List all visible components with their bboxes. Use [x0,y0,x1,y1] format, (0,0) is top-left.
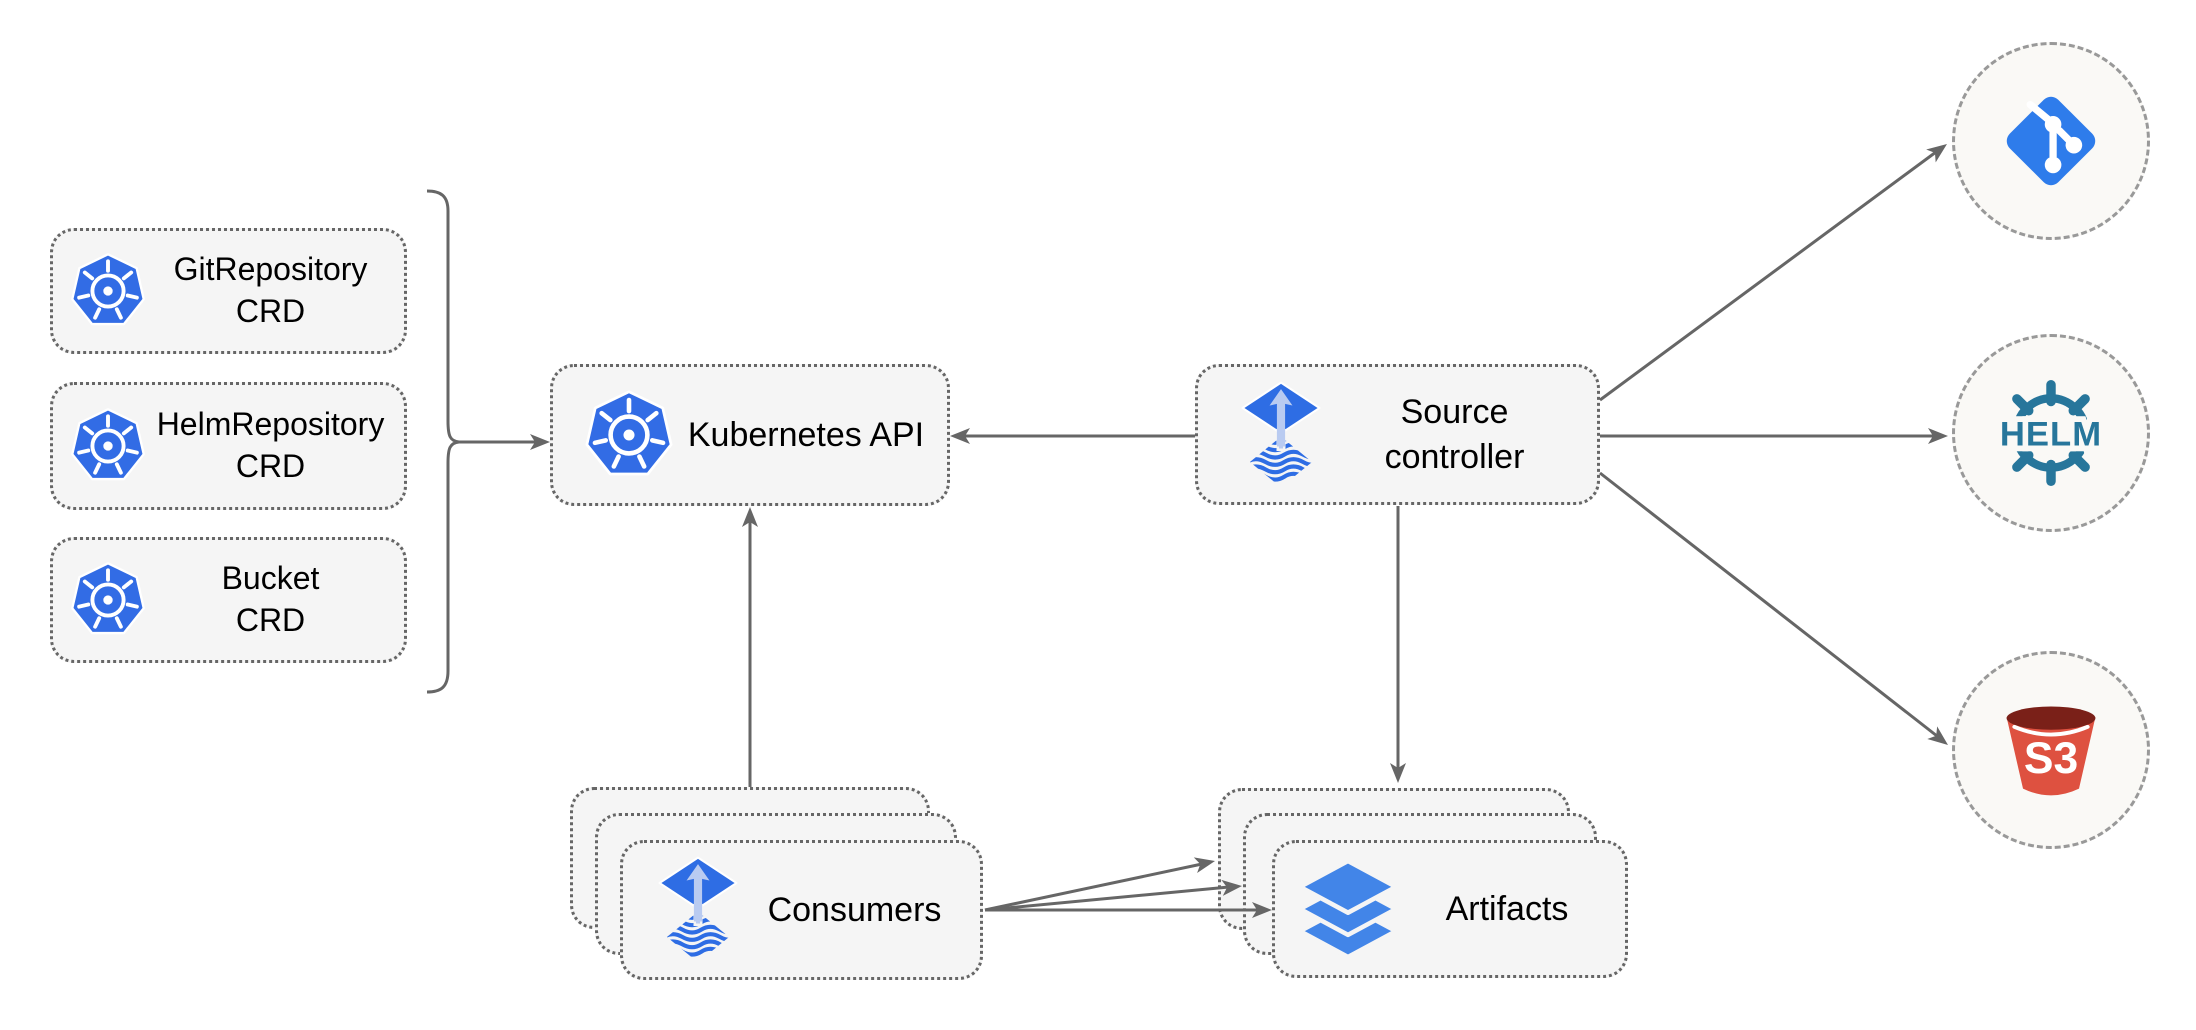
node-label-line1: GitRepository [173,251,368,288]
edge-source-controller-to-artifacts [1390,506,1406,783]
s3-bucket-icon: S3 [1993,694,2109,806]
node-label-line1: HelmRepository [156,406,385,443]
node-helmrepository-crd: HelmRepository CRD [50,382,407,510]
edge-source-controller-to-s3 [1599,471,1948,745]
node-label-line2: CRD [235,448,306,484]
edge-crds-to-kubernetes-api [426,189,550,694]
node-consumers: Consumers [620,840,983,980]
node-label-line2: controller [1384,437,1525,476]
edge-consumers-to-kubernetes-api [742,507,758,787]
endpoint-git [1952,42,2150,240]
node-source-controller: Source controller [1195,364,1600,505]
node-label: Artifacts [1445,889,1569,928]
edge-source-controller-to-kubernetes-api [950,428,1195,444]
node-label-line2: CRD [235,602,306,638]
kubernetes-icon [69,561,147,639]
kubernetes-icon [69,407,147,485]
node-label-line1: Source [1400,393,1509,432]
node-label: Source controller [1322,390,1597,478]
git-icon [1999,89,2103,193]
endpoint-helm: HELM [1952,334,2150,532]
node-label: Consumers [767,890,942,929]
node-label: Kubernetes API [687,415,925,454]
edge-consumers-to-artifacts-1 [984,857,1215,912]
flux-icon [1240,381,1322,489]
node-artifacts: Artifacts [1272,840,1628,978]
helm-label: HELM [2000,416,2102,454]
layers-icon [1297,861,1399,957]
edge-consumers-to-artifacts-2 [984,879,1242,912]
endpoint-s3: S3 [1952,651,2150,849]
kubernetes-icon [583,389,675,481]
node-label: HelmRepository CRD [147,404,404,487]
edge-source-controller-to-helm [1600,428,1948,444]
node-gitrepository-crd: GitRepository CRD [50,228,407,354]
node-kubernetes-api: Kubernetes API [550,364,950,506]
edge-source-controller-to-git [1599,144,1947,402]
brace [426,189,461,694]
flux-icon [657,856,739,964]
node-label-line1: Bucket [221,560,320,597]
helm-icon: HELM [1994,370,2107,496]
s3-label: S3 [2024,734,2078,783]
node-label: Bucket CRD [147,558,404,641]
node-label: GitRepository CRD [147,249,404,332]
node-bucket-crd: Bucket CRD [50,537,407,663]
node-label-line2: CRD [235,293,306,329]
kubernetes-icon [69,252,147,330]
